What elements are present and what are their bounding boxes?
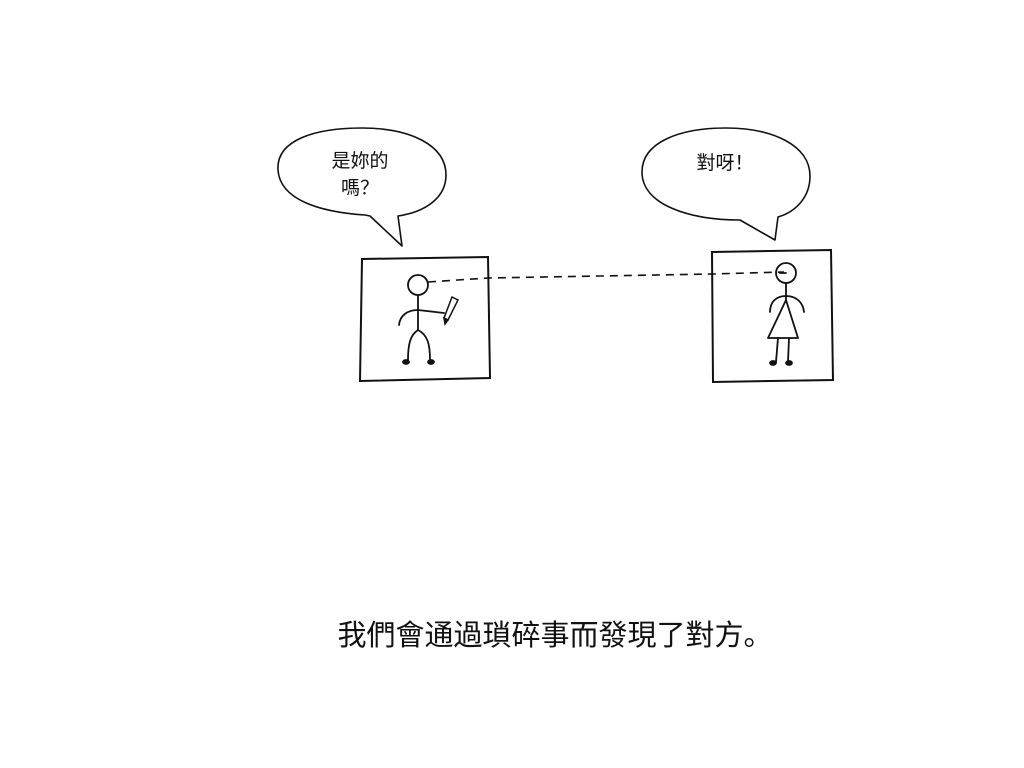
panel-left [358,255,492,383]
speech-bubble-left [277,127,447,247]
speech-bubble-left-line-1: 是妳的 [331,150,389,172]
pen-icon [443,295,460,326]
speech-bubble-right-text: 對呀！ [665,150,785,177]
stick-figure-boy [398,274,445,365]
stick-figure-girl [767,262,805,366]
panel-right [710,248,835,384]
speech-bubble-right-line-1: 對呀！ [696,152,754,174]
speech-bubble-left-text: 是妳的 嗎？ [300,148,420,202]
speech-bubble-left-line-2: 嗎？ [340,177,379,199]
speech-bubble-right [641,127,811,241]
gaze-dashed-line [427,271,785,283]
caption: 我們會通過瑣碎事而發現了對方。 [337,618,773,652]
